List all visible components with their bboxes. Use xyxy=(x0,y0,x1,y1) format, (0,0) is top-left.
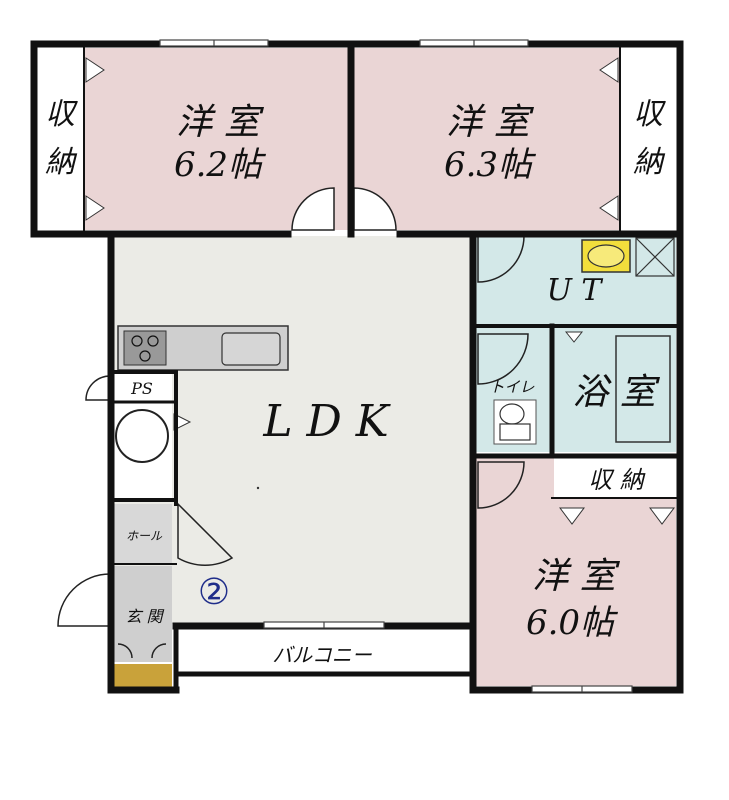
bedroom-2-name: 洋 室 xyxy=(446,102,534,143)
ldk-area xyxy=(114,236,470,624)
ps-area xyxy=(114,372,172,402)
entrance-label: 玄 関 xyxy=(125,607,164,626)
bedroom-2-size: 6.3帖 xyxy=(444,145,537,185)
storage-left-area xyxy=(36,48,84,230)
bedroom-3-size: 6.0帖 xyxy=(526,603,619,643)
center-dot xyxy=(256,486,260,490)
storage-left-2: 納 xyxy=(45,145,78,180)
windows xyxy=(159,39,633,693)
bath-area xyxy=(554,328,676,452)
hall-label: ホール xyxy=(126,529,163,543)
storage-right-1: 収 xyxy=(633,97,666,132)
ut-label: U T xyxy=(547,273,604,308)
balcony-label: バルコニー xyxy=(272,643,373,667)
entrance-area xyxy=(114,566,172,662)
bedroom-1-size: 6.2帖 xyxy=(174,145,267,185)
ldk-label: L D K xyxy=(262,396,390,447)
hall-area xyxy=(114,504,172,564)
bedroom-3-name: 洋 室 xyxy=(532,556,620,597)
unit-marker: ② xyxy=(198,572,230,613)
toilet-fixture xyxy=(493,399,537,445)
shoe-box xyxy=(114,664,172,688)
closet-door-marks xyxy=(85,57,675,525)
bedroom-2-area xyxy=(354,48,620,230)
walls xyxy=(30,40,684,694)
kitchen-counter xyxy=(117,325,289,371)
storage-bottom-white xyxy=(554,456,676,498)
bedroom-1-name: 洋 室 xyxy=(176,102,264,143)
wash-basin xyxy=(581,239,631,273)
door-swings xyxy=(57,187,529,659)
ps-label: PS xyxy=(130,379,153,398)
bathtub xyxy=(615,335,671,443)
storage-right-2: 納 xyxy=(633,145,666,180)
toilet-label: トイレ xyxy=(489,378,534,396)
washer-fixture xyxy=(115,409,169,463)
balcony-area xyxy=(178,630,470,672)
storage-left-1: 収 xyxy=(45,97,78,132)
hatched-box xyxy=(635,237,675,277)
storage-bottom: 収 納 xyxy=(588,466,646,494)
storage-right-area xyxy=(620,48,676,230)
bath-label: 浴 室 xyxy=(572,372,660,413)
